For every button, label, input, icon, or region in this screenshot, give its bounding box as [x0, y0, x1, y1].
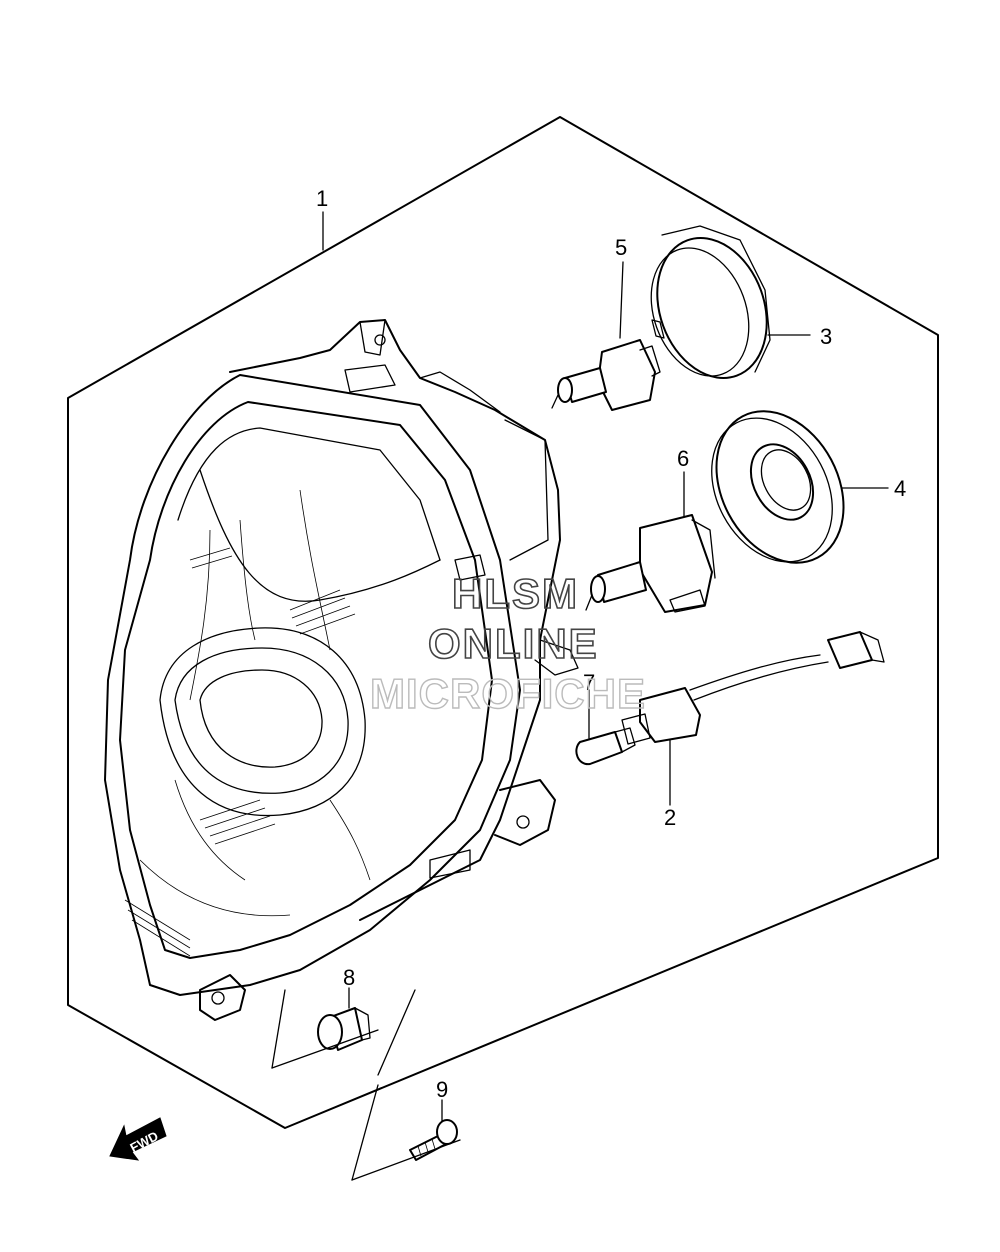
fastener-guide-lines — [271, 989, 461, 1181]
callout-8: 8 — [343, 965, 355, 990]
callout-5: 5 — [615, 235, 627, 260]
main-bulb — [551, 339, 661, 411]
position-light-socket — [621, 631, 885, 745]
callout-2: 2 — [664, 805, 676, 830]
grommet — [317, 1007, 371, 1051]
assembly-boundary — [67, 116, 939, 1129]
fwd-arrow-icon — [109, 1117, 167, 1161]
callout-4: 4 — [894, 476, 906, 501]
watermark-line-3: MICROFICHE — [370, 670, 646, 717]
callout-1: 1 — [316, 186, 328, 211]
callout-3: 3 — [820, 324, 832, 349]
rubber-cover — [711, 410, 845, 564]
bulb-socket-ring — [650, 225, 771, 379]
position-bulb — [575, 727, 636, 766]
fwd-arrow: FWD — [109, 1117, 167, 1161]
callout-6: 6 — [677, 446, 689, 471]
high-beam-bulb — [585, 514, 716, 613]
watermark-line-1: HLSM — [452, 570, 579, 617]
callout-7: 7 — [583, 670, 595, 695]
callout-9: 9 — [436, 1077, 448, 1102]
watermark: HLSM ONLINE MICROFICHE — [369, 569, 646, 718]
leader-lines — [322, 211, 889, 1126]
screw — [409, 1119, 458, 1161]
headlamp-housing — [104, 319, 579, 1021]
watermark-line-2: ONLINE — [428, 620, 599, 667]
